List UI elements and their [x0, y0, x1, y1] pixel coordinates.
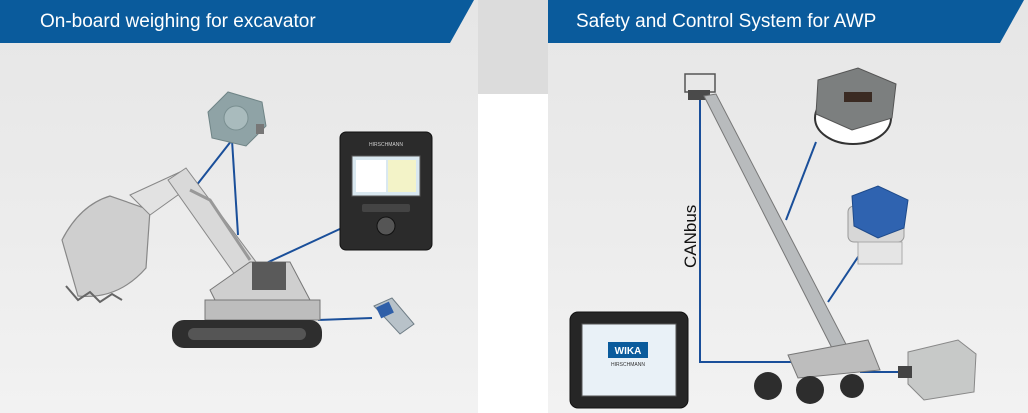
- excavator-illustration: HIRSCHMANN: [61, 91, 433, 348]
- awp-basket: [684, 73, 716, 100]
- panel-divider-bar: [478, 0, 548, 94]
- excavator-body: [204, 261, 321, 321]
- length-angle-sensor-icon: [814, 67, 897, 145]
- pressure-sensor-icon: [373, 297, 415, 335]
- awp-chassis: [754, 339, 881, 404]
- excavator-tracks: [172, 320, 322, 348]
- junction-box-icon: [898, 339, 977, 401]
- awp-display-sub: HIRSCHMANN: [611, 362, 645, 368]
- excavator-panel-title: On-board weighing for excavator: [0, 0, 474, 43]
- awp-panel: Safety and Control System for AWP: [548, 0, 1028, 413]
- tilt-sensor-icon: [847, 185, 909, 265]
- excavator-panel: On-board weighing for excavator: [0, 0, 478, 413]
- weighing-display-device: HIRSCHMANN: [339, 131, 433, 251]
- awp-display-device: WIKA HIRSCHMANN: [569, 311, 689, 409]
- display-brand-label: HIRSCHMANN: [369, 142, 403, 148]
- excavator-bucket: [61, 195, 151, 304]
- excavator-arm: [129, 167, 263, 283]
- awp-illustration: WIKA HIRSCHMANN: [569, 67, 977, 409]
- awp-display-logo: WIKA: [615, 346, 642, 357]
- canbus-label: CANbus: [681, 204, 700, 268]
- awp-panel-title: Safety and Control System for AWP: [548, 0, 1024, 43]
- angle-sensor-icon: [207, 91, 267, 147]
